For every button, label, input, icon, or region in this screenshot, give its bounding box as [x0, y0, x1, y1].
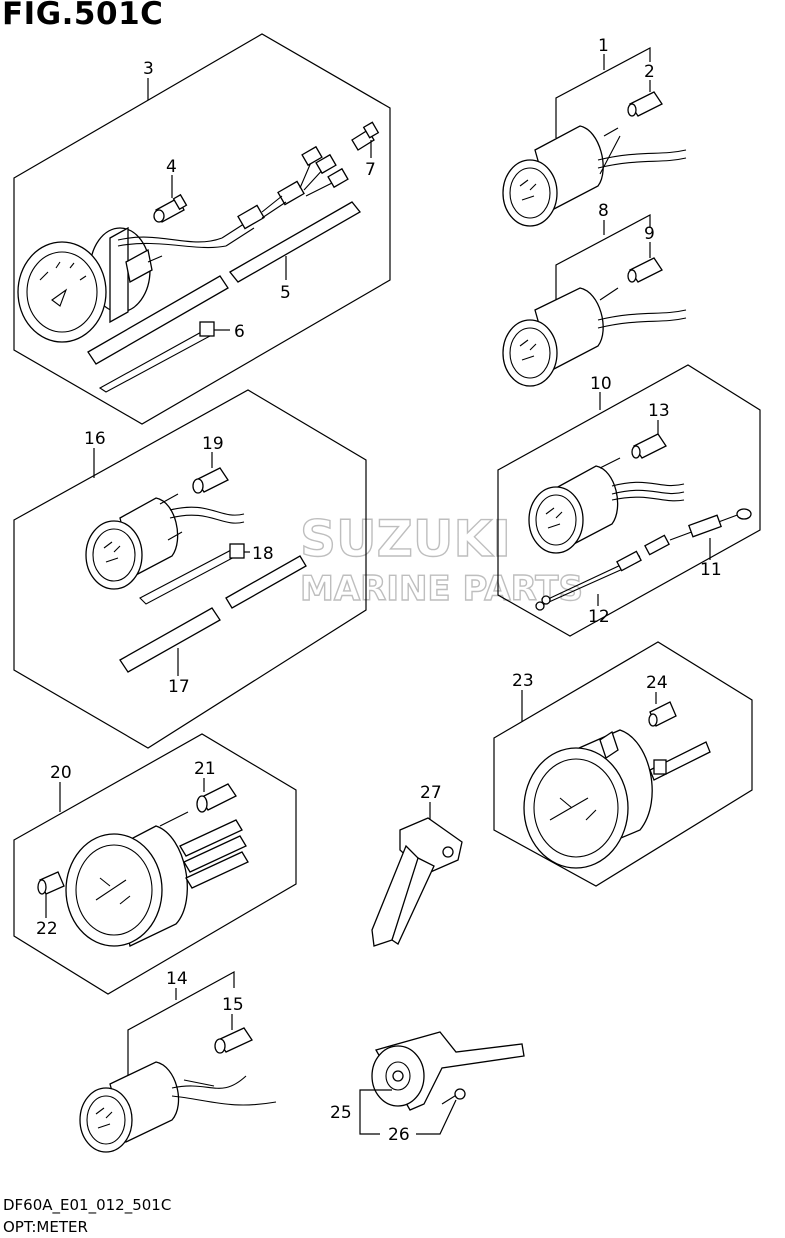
bulb-13: [631, 433, 667, 459]
kit-14-bracket: [127, 970, 235, 1080]
callout-11: 11: [700, 560, 722, 580]
part-27-sender: [371, 817, 463, 947]
kit-16-box: [13, 389, 367, 749]
callout-15: 15: [222, 995, 244, 1015]
bulb-9: [627, 257, 663, 283]
tie-18: [139, 543, 245, 605]
callout-23: 23: [512, 671, 534, 691]
wire-12: [535, 534, 670, 611]
callout-10: 10: [590, 374, 612, 394]
callouts: 3 4 5 6 7 1 2 8 9 10 13 11 12 16 19 18 1…: [36, 36, 722, 1145]
watermark: SUZUKI MARINE PARTS: [299, 509, 583, 609]
gauge-16: [85, 493, 245, 590]
bulb-22: [37, 871, 65, 895]
gauge-1: [502, 125, 687, 227]
bulb-4: [153, 193, 188, 223]
callout-24: 24: [646, 673, 668, 693]
callout-6: 6: [234, 322, 245, 342]
callout-20: 20: [50, 763, 72, 783]
kit-8-bracket: [555, 214, 651, 305]
callout-3: 3: [143, 59, 154, 79]
kit-10-box: [497, 364, 761, 637]
callout-25: 25: [330, 1103, 352, 1123]
socket-7: [351, 121, 380, 151]
callout-13: 13: [648, 401, 670, 421]
wire-11: [669, 508, 752, 541]
callout-26: 26: [388, 1125, 410, 1145]
gauge-14: [79, 1061, 277, 1153]
gauge-10: [528, 457, 685, 554]
callout-1: 1: [598, 36, 609, 56]
bulb-19: [192, 467, 229, 494]
callout-27: 27: [420, 783, 442, 803]
callout-16: 16: [84, 429, 106, 449]
callout-18: 18: [252, 544, 274, 564]
tube-17: [119, 555, 307, 673]
kit-23-box: [493, 641, 753, 887]
bulb-24: [648, 701, 677, 727]
screw-26: [441, 1088, 466, 1105]
callout-14: 14: [166, 969, 188, 989]
footer-code: DF60A_E01_012_501C: [3, 1196, 172, 1214]
callout-8: 8: [598, 201, 609, 221]
callout-22: 22: [36, 919, 58, 939]
gauge-20: [65, 811, 249, 947]
gauge-3-tachometer: [17, 226, 227, 343]
callout-21: 21: [194, 759, 216, 779]
callout-5: 5: [280, 283, 291, 303]
callout-7: 7: [365, 160, 376, 180]
watermark-line1: SUZUKI: [300, 510, 511, 568]
callout-12: 12: [588, 607, 610, 627]
gauge-23: [523, 729, 711, 869]
watermark-line2: MARINE PARTS: [300, 569, 583, 609]
callout-9: 9: [644, 224, 655, 244]
callout-4: 4: [166, 157, 177, 177]
bulb-2: [627, 91, 663, 117]
kit-3-box: [13, 33, 391, 425]
gauge-8: [502, 287, 687, 387]
leader-lines: [45, 54, 711, 1135]
kit-1-bracket: [555, 47, 651, 138]
kit-20-box: [13, 733, 297, 995]
callout-19: 19: [202, 434, 224, 454]
harness-3: [221, 145, 349, 247]
footer-name: OPT:METER: [3, 1218, 88, 1236]
tube-5: [87, 201, 361, 365]
tie-6: [98, 321, 215, 393]
figure-title: FIG.501C: [2, 0, 164, 32]
callout-2: 2: [644, 62, 655, 82]
bulb-21: [196, 783, 237, 813]
bulb-15: [214, 1027, 253, 1054]
callout-17: 17: [168, 677, 190, 697]
bracket-25: [371, 1031, 525, 1111]
